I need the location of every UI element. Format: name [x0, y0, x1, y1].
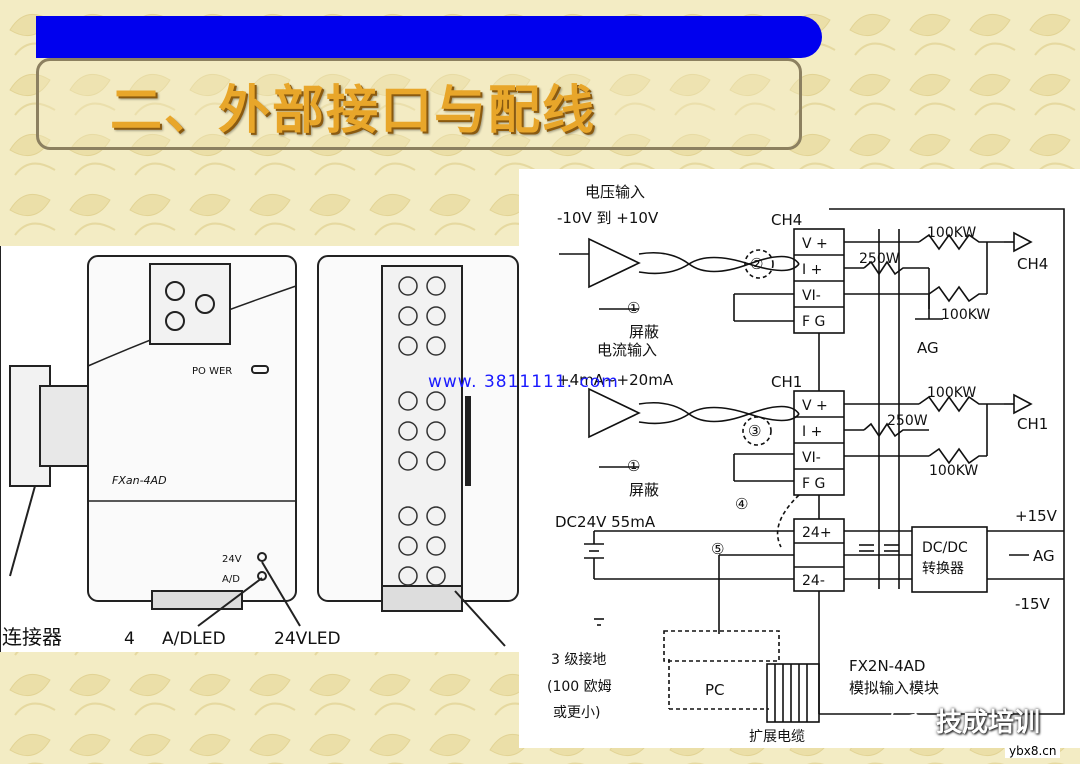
- ground-label-3: 或更小): [553, 705, 600, 721]
- terminal-24p: 24+: [802, 525, 832, 541]
- current-input-label: 电流输入: [597, 341, 657, 359]
- terminal-v-ch4: V +: [802, 236, 828, 252]
- plus15v-label: +15V: [1015, 507, 1058, 525]
- module-photo: PO WER FXan-4AD 24V A/D 连接器 4 A/DLED 24V…: [0, 246, 519, 652]
- terminal-vi-ch1: VI-: [802, 450, 821, 466]
- connector-label: 连接器: [2, 625, 62, 649]
- current-range-label: +4mA~+20mA: [557, 371, 674, 389]
- watermark-text: www. 3811111. com: [428, 372, 619, 392]
- wiring-diagram: 电压输入 -10V 到 +10V 电流输入 +4mA~+20mA ① ① 屏蔽 …: [519, 169, 1080, 748]
- minus15v-label: -15V: [1015, 595, 1050, 613]
- ag-label-2: AG: [1033, 547, 1055, 565]
- circle-1a: ①: [627, 299, 640, 317]
- ch1-output-label: CH1: [1017, 415, 1048, 433]
- resistor-100k-3: 100KW: [927, 385, 976, 401]
- title-frame: [36, 58, 802, 150]
- terminal-i-ch1: I +: [802, 424, 822, 440]
- source-url: ybx8.cn: [1005, 744, 1061, 758]
- resistor-250-2: 250W: [887, 413, 928, 429]
- resistor-100k-2: 100KW: [941, 307, 990, 323]
- num-label: 4: [124, 629, 135, 649]
- wechat-icon: [891, 706, 924, 730]
- led24-label: 24VLED: [274, 629, 341, 649]
- header-bar: [36, 16, 822, 58]
- ground-label-2: (100 欧姆: [547, 679, 612, 695]
- ch1-label: CH1: [771, 373, 802, 391]
- terminal-24m: 24-: [802, 573, 825, 589]
- module-label-2: 模拟输入模块: [849, 679, 939, 697]
- ch4-label: CH4: [771, 211, 802, 229]
- ag-label-1: AG: [917, 339, 939, 357]
- shield-label-2: 屏蔽: [629, 481, 659, 499]
- shield-label-1: 屏蔽: [629, 323, 659, 341]
- module-photo-drawing: PO WER FXan-4AD 24V A/D 连接器 4 A/DLED 24V…: [0, 246, 519, 652]
- resistor-100k-1: 100KW: [927, 225, 976, 241]
- brand-logo-text: 技成培训: [936, 708, 1041, 738]
- v24-small-label: 24V: [222, 554, 242, 565]
- circle-1b: ①: [627, 457, 640, 475]
- model-label: FXan-4AD: [112, 474, 167, 487]
- terminal-i-ch4: I +: [802, 262, 822, 278]
- terminal-vi-ch4: VI-: [802, 288, 821, 304]
- ch4-output-label: CH4: [1017, 255, 1048, 273]
- circle-2: ②: [750, 255, 763, 273]
- resistor-100k-4: 100KW: [929, 463, 978, 479]
- ad-small-label: A/D: [222, 574, 240, 585]
- dcdc-label-1: DC/DC: [922, 540, 968, 556]
- module-label-1: FX2N-4AD: [849, 657, 925, 675]
- resistor-250-1: 250W: [859, 251, 900, 267]
- dc-supply-label: DC24V 55mA: [555, 513, 656, 531]
- cable-label: 扩展电缆: [749, 729, 805, 745]
- ground-label-1: 3 级接地: [551, 651, 606, 668]
- voltage-input-label: 电压输入: [585, 183, 645, 201]
- circle-4: ④: [735, 495, 748, 513]
- circle-5: ⑤: [711, 540, 724, 558]
- terminal-fg-ch1: F G: [802, 476, 825, 492]
- terminal-fg-ch4: F G: [802, 314, 825, 330]
- circle-3: ③: [748, 422, 761, 440]
- wiring-diagram-drawing: 电压输入 -10V 到 +10V 电流输入 +4mA~+20mA ① ① 屏蔽 …: [547, 183, 1065, 745]
- voltage-range-label: -10V 到 +10V: [557, 209, 659, 227]
- pc-label: PC: [705, 681, 725, 699]
- terminal-v-ch1: V +: [802, 398, 828, 414]
- power-label: PO WER: [192, 366, 232, 377]
- dcdc-label-2: 转换器: [922, 560, 964, 577]
- adled-label: A/DLED: [162, 629, 226, 649]
- page-title: 二、外部接口与配线: [110, 81, 597, 141]
